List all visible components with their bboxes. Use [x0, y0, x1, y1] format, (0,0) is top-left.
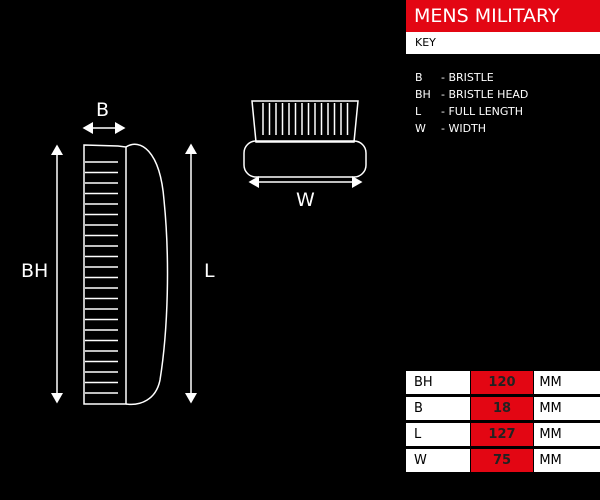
legend-item: B - BRISTLE [415, 69, 528, 86]
legend: B - BRISTLE BH - BRISTLE HEAD L - FULL LENG… [415, 69, 528, 137]
label-w: W [296, 189, 315, 211]
top-handle [243, 140, 367, 178]
dim-unit: MM [534, 423, 600, 446]
dim-value: 120 [469, 371, 535, 394]
top-bristles [262, 103, 349, 135]
dim-value: 127 [469, 423, 535, 446]
legend-desc: - BRISTLE [441, 71, 494, 84]
dim-value: 18 [469, 397, 535, 420]
legend-abbr: BH [415, 88, 431, 101]
dim-unit: MM [534, 449, 600, 472]
legend-desc: - FULL LENGTH [441, 105, 524, 118]
side-bristle-head [83, 144, 127, 405]
legend-abbr: L [415, 105, 422, 118]
legend-item: BH - BRISTLE HEAD [415, 86, 528, 103]
product-title: MENS MILITARY [406, 0, 600, 32]
dim-unit: MM [534, 371, 600, 394]
label-bh: BH [21, 260, 48, 282]
dim-key: W [406, 449, 470, 472]
key-heading: KEY [406, 32, 600, 54]
dim-unit: MM [534, 397, 600, 420]
dim-key: L [406, 423, 470, 446]
top-bristles-outline [251, 100, 359, 143]
side-bristles [85, 161, 118, 394]
label-b: B [96, 99, 109, 121]
dim-key: B [406, 397, 470, 420]
legend-abbr: B [415, 71, 423, 84]
legend-item: W - WIDTH [415, 120, 528, 137]
dim-value: 75 [469, 449, 535, 472]
legend-abbr: W [415, 122, 426, 135]
label-l: L [204, 260, 215, 282]
legend-desc: - WIDTH [441, 122, 487, 135]
side-handle [125, 143, 169, 406]
legend-desc: - BRISTLE HEAD [441, 88, 529, 101]
dim-key: BH [406, 371, 470, 394]
legend-item: L - FULL LENGTH [415, 103, 528, 120]
